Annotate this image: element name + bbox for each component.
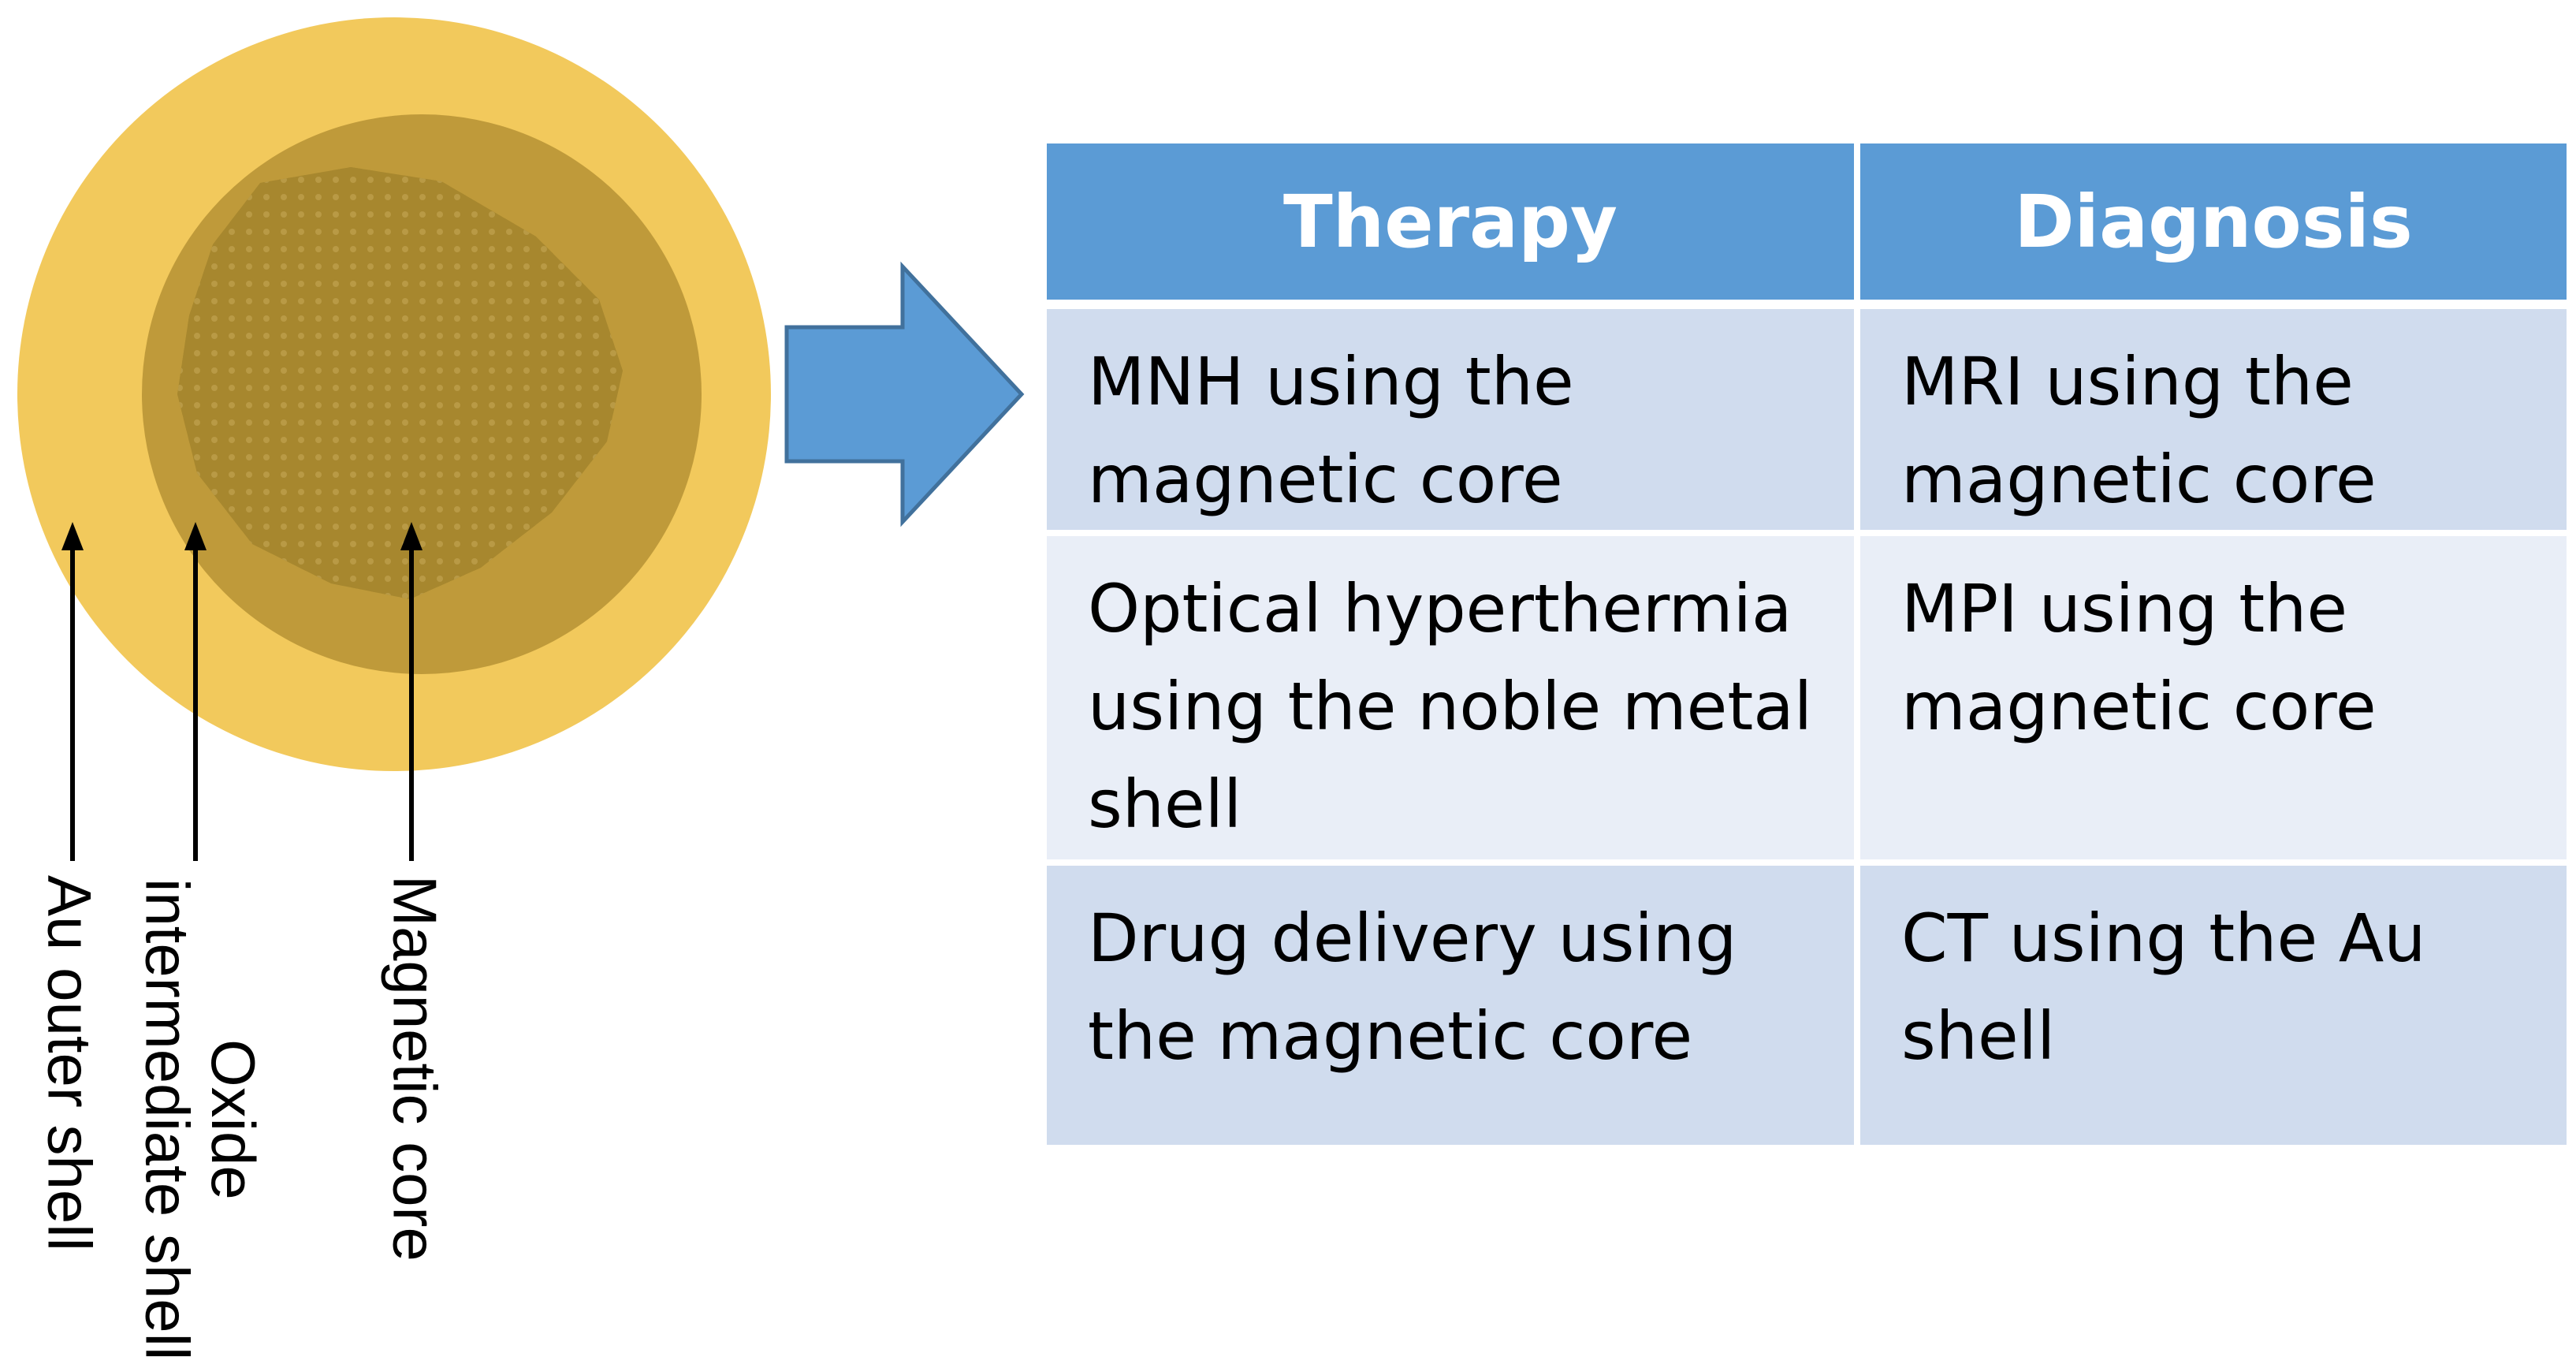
core-shell-nanoparticle-diagram xyxy=(17,17,771,861)
oxide-shell-arrowhead-icon xyxy=(184,522,207,550)
right-arrow-icon xyxy=(784,261,1025,527)
therapy-cell: MNH using the magnetic core xyxy=(1047,309,1860,536)
therapy-column-header: Therapy xyxy=(1047,143,1860,309)
magnetic-core-label: Magnetic core xyxy=(380,875,450,1262)
table-row: MNH using the magnetic core MRI using th… xyxy=(1047,309,2567,536)
pointer-arrows xyxy=(61,522,423,861)
diagnosis-cell: CT using the Au shell xyxy=(1860,866,2567,1151)
therapy-cell: Optical hyperthermia using the noble met… xyxy=(1047,536,1860,866)
table-row: Optical hyperthermia using the noble met… xyxy=(1047,536,2567,866)
oxide-intermediate-shell-label: Oxide intermediate shell xyxy=(132,878,268,1361)
table-row: Drug delivery using the magnetic core CT… xyxy=(1047,866,2567,1151)
diagnosis-column-header: Diagnosis xyxy=(1860,143,2567,309)
therapy-cell: Drug delivery using the magnetic core xyxy=(1047,866,1860,1151)
outer-shell-arrowhead-icon xyxy=(61,522,84,550)
core-arrowhead-icon xyxy=(400,522,423,550)
magnetic-core xyxy=(177,167,623,599)
diagnosis-cell: MRI using the magnetic core xyxy=(1860,309,2567,536)
applications-table: Therapy Diagnosis MNH using the magnetic… xyxy=(1047,143,2567,1151)
table-header-row: Therapy Diagnosis xyxy=(1047,143,2567,309)
diagnosis-cell: MPI using the magnetic core xyxy=(1860,536,2567,866)
au-outer-shell-label: Au outer shell xyxy=(35,875,105,1251)
